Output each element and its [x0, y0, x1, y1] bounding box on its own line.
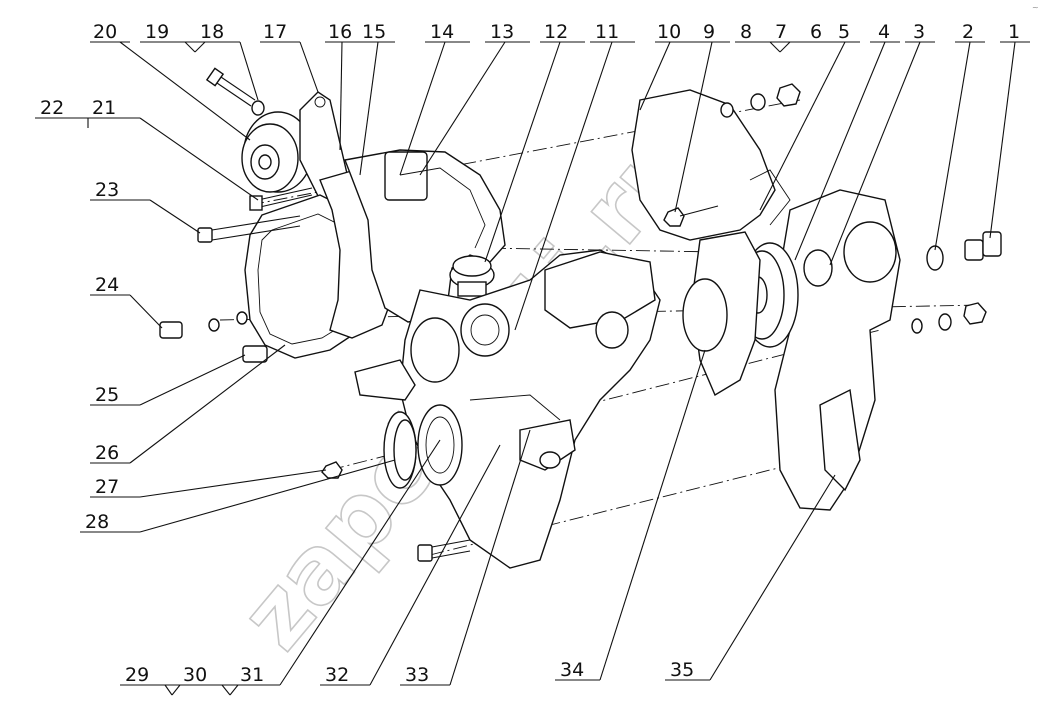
callout-6: 6: [810, 21, 822, 43]
callout-24: 24: [95, 274, 119, 296]
callout-26: 26: [95, 442, 119, 464]
tensioner-pulley: [241, 111, 313, 193]
callout-13: 13: [490, 21, 514, 43]
callout-17: 17: [263, 21, 287, 43]
parts-group: [159, 67, 1002, 569]
callout-21: 21: [92, 97, 116, 119]
callout-34: 34: [560, 659, 584, 681]
callout-31: 31: [240, 664, 264, 686]
callout-labels: 1 2 3 4 5 6 7 8 9 10 11 12 13 14 15 16 1…: [40, 21, 1020, 686]
bolt-23: [197, 215, 301, 243]
callout-20: 20: [93, 21, 117, 43]
callout-18: 18: [200, 21, 224, 43]
oil-seal: [383, 404, 463, 489]
callout-15: 15: [362, 21, 386, 43]
bolt-9: [663, 205, 719, 227]
callout-27: 27: [95, 476, 119, 498]
callout-30: 30: [183, 664, 207, 686]
callout-3: 3: [913, 21, 925, 43]
callout-4: 4: [878, 21, 890, 43]
callout-33: 33: [405, 664, 429, 686]
callout-11: 11: [595, 21, 619, 43]
callout-9: 9: [703, 21, 715, 43]
bolt-25: [242, 345, 268, 363]
callout-10: 10: [657, 21, 681, 43]
callout-29: 29: [125, 664, 149, 686]
callout-1: 1: [1008, 21, 1020, 43]
bolt-1: [964, 231, 1002, 261]
callout-25: 25: [95, 384, 119, 406]
bolt-18: [205, 67, 265, 116]
gasket-plate-10: [631, 89, 776, 241]
leader-lines: [35, 41, 1030, 696]
nuts-washers-lower: [911, 302, 987, 334]
corner-mark: ~: [1032, 3, 1039, 12]
nut-27: [321, 461, 343, 479]
callout-8: 8: [740, 21, 752, 43]
callout-28: 28: [85, 511, 109, 533]
callout-23: 23: [95, 179, 119, 201]
bolt-21: [249, 187, 313, 211]
filler-cap: [449, 255, 495, 297]
callout-32: 32: [325, 664, 349, 686]
callout-2: 2: [962, 21, 974, 43]
callout-16: 16: [328, 21, 352, 43]
bolt-24: [159, 311, 248, 339]
nuts-washers-upper: [720, 83, 801, 118]
callout-22: 22: [40, 97, 64, 119]
callout-5: 5: [838, 21, 850, 43]
callout-14: 14: [430, 21, 454, 43]
callout-19: 19: [145, 21, 169, 43]
callout-7: 7: [775, 21, 787, 43]
bolt-32: [417, 539, 471, 562]
washer-2: [926, 245, 944, 271]
callout-35: 35: [670, 659, 694, 681]
callout-12: 12: [544, 21, 568, 43]
